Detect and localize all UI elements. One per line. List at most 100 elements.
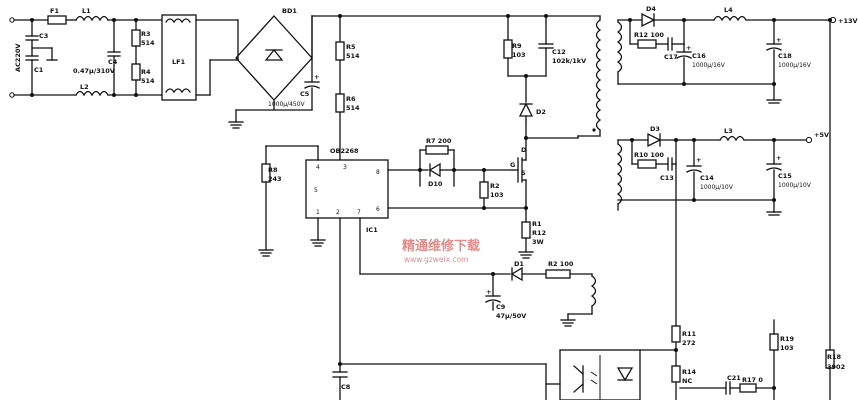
- r9-label: R9: [512, 42, 522, 50]
- resistor-r17: [739, 383, 757, 393]
- bd1-label: BD1: [282, 7, 297, 15]
- ic-pin2: 2: [336, 209, 340, 216]
- ic-pin7: 7: [357, 209, 361, 216]
- svg-text:+: +: [314, 73, 319, 81]
- current-sense: [518, 221, 534, 259]
- r5-label: R5: [346, 43, 356, 51]
- resistor-r5: [335, 41, 345, 61]
- capacitor-c5: +: [304, 15, 320, 111]
- r1-label: R1: [532, 220, 542, 228]
- watermark-text: 精通维修下载: [402, 238, 480, 254]
- l4-label: L4: [724, 6, 733, 14]
- resistor-r19: [769, 333, 779, 351]
- svg-text:+: +: [776, 36, 781, 44]
- diode-d3: [647, 132, 662, 148]
- transformer-primary: [577, 15, 602, 137]
- ic-pin5: 5: [314, 187, 318, 194]
- r3-value: 514: [141, 39, 155, 47]
- watermark-url: www.gzweix.com: [404, 255, 468, 264]
- ic-pin1: 1: [316, 209, 320, 216]
- r17-label: R17 0: [742, 376, 763, 384]
- opto-led: [616, 367, 634, 382]
- r5-value: 514: [346, 52, 360, 60]
- ic1-connections: [258, 145, 547, 401]
- secondary-13v: + +: [616, 12, 837, 351]
- r18-value: 3902: [827, 363, 845, 371]
- c16-label: C16: [692, 52, 706, 60]
- diode-d2: [518, 102, 534, 117]
- r2b-label: R2 100: [548, 260, 574, 268]
- r12-label: R12 100: [634, 31, 664, 39]
- d1-label: D1: [514, 260, 524, 268]
- output-13v-label: +13V: [838, 17, 858, 25]
- c15-label: C15: [778, 172, 792, 180]
- startup-resistors: [335, 14, 345, 161]
- snubber: [503, 14, 579, 140]
- r8-label: R8: [268, 166, 278, 174]
- fuse-f1: [47, 15, 67, 25]
- resistor-r6: [335, 93, 345, 113]
- r14-label: R14: [682, 368, 697, 376]
- r3-label: R3: [141, 30, 151, 38]
- output-5v-terminal: [805, 136, 813, 144]
- svg-text:+: +: [686, 44, 691, 52]
- c15-value: 1000μ/10V: [778, 182, 812, 189]
- diode-d4: [641, 12, 656, 28]
- r11-label: R11: [682, 330, 697, 338]
- secondary-5v: + +: [616, 132, 813, 341]
- r9-value: 103: [512, 51, 526, 59]
- ic-pin8: 8: [376, 169, 380, 176]
- resistor-r9: [503, 39, 513, 59]
- ac-input-label: AC220V: [14, 44, 22, 72]
- r8-value: 243: [268, 175, 282, 183]
- ic-part-label: OB2268: [330, 147, 359, 155]
- r7-label: R7 200: [426, 137, 452, 145]
- capacitor-c9: [485, 299, 501, 303]
- c14-label: C14: [700, 174, 714, 182]
- c4-value: 0.47μ/310V: [73, 67, 115, 75]
- resistor-r7: [425, 145, 449, 155]
- aux-supply: +: [485, 266, 597, 327]
- ic1-controller: [305, 159, 389, 219]
- lf1-label: LF1: [172, 58, 186, 66]
- ic-pin6: 6: [376, 206, 380, 213]
- r14-value: NC: [682, 377, 692, 385]
- r2-label: R2: [490, 182, 500, 190]
- feedback-network: [545, 211, 835, 401]
- fet-gate-label: G: [510, 161, 515, 169]
- r10-label: R10 100: [634, 151, 664, 159]
- c4-label: C4: [108, 58, 118, 66]
- gate-drive-network: [419, 145, 513, 210]
- c8-label: C8: [341, 383, 351, 391]
- input-filter: [9, 14, 239, 101]
- c16-value: 1000μ/16V: [692, 62, 726, 69]
- diode-d1: [510, 266, 523, 282]
- c18-label: C18: [778, 52, 792, 60]
- fet-drain-label: D: [521, 146, 527, 154]
- r6-label: R6: [346, 95, 356, 103]
- d4-label: D4: [646, 5, 656, 13]
- r2-value: 103: [490, 191, 504, 199]
- inductor-l3: [719, 135, 745, 142]
- resistor-r10: [637, 159, 657, 169]
- c3-label: C3: [39, 32, 48, 40]
- l2-label: L2: [80, 83, 89, 91]
- r18-label: R18: [827, 353, 842, 361]
- r6-value: 514: [346, 104, 360, 112]
- svg-text:+: +: [776, 154, 781, 162]
- resistor-r12: [637, 39, 657, 49]
- c18-value: 1000μ/16V: [778, 62, 812, 69]
- r19-label: R19: [780, 335, 795, 343]
- f1-label: F1: [50, 7, 59, 15]
- diode-d10: [428, 162, 441, 178]
- l1-label: L1: [82, 7, 91, 15]
- c21-label: C21: [727, 374, 741, 382]
- c12-label: C12: [552, 48, 566, 56]
- common-mode-choke-lf1: [161, 14, 197, 101]
- d3-label: D3: [650, 125, 660, 133]
- resistor-r2: [479, 181, 489, 199]
- c5-value: 1000μ/450V: [268, 101, 306, 108]
- resistor-r14: [671, 365, 681, 383]
